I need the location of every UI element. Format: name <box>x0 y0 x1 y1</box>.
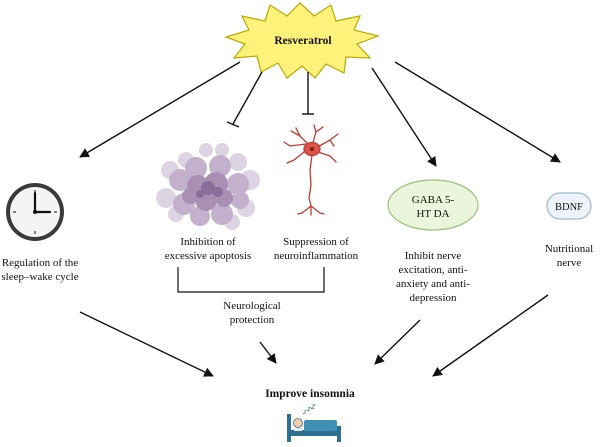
zzz-icon: z <box>302 409 307 416</box>
apoptosis-label-2: excessive apoptosis <box>165 250 251 262</box>
arrow-to-gaba <box>371 67 437 167</box>
apoptosis-label-1: Inhibition of <box>180 236 236 248</box>
sleep-wake-label-1: Regulation of the <box>2 257 78 269</box>
arrow-bdnf-to-outcome <box>432 294 549 377</box>
bdnf-caption-1: Nutritional <box>545 243 593 255</box>
sleeping-person-bed-icon: z z z <box>287 402 341 442</box>
inhibit-apoptosis-line <box>232 71 263 125</box>
gaba-caption-4: depression <box>409 292 457 304</box>
bdnf-box-label: BDNF <box>555 202 583 213</box>
inhibition-lines <box>226 71 314 128</box>
neuroinflammation-label-1: Suppression of <box>283 236 349 248</box>
gaba-box-line-1: GABA 5- <box>412 194 455 206</box>
gaba-caption-1: Inhibit nerve <box>405 250 462 262</box>
arrow-sleep-wake-to-outcome <box>79 311 214 377</box>
svg-text:z: z <box>306 405 311 413</box>
inhibit-apoptosis-bar <box>226 121 240 128</box>
arrows-from-resveratrol <box>79 61 561 167</box>
arrows-to-outcome <box>79 294 549 377</box>
gaba-caption-2: excitation, anti- <box>398 264 467 276</box>
sleep-wake-label-2: sleep–wake cycle <box>1 271 78 283</box>
gaba-box: GABA 5- HT DA <box>387 179 479 231</box>
outcome-label: Improve insomnia <box>265 388 355 400</box>
bdnf-caption-2: nerve <box>557 257 582 269</box>
resveratrol-starburst: Resveratrol <box>224 2 380 79</box>
bdnf-box: BDNF <box>546 192 592 220</box>
gaba-box-line-2: HT DA <box>416 208 449 220</box>
bracket-label-1: Neurological <box>223 300 280 312</box>
neuron-icon <box>283 124 339 216</box>
apoptosis-cells-icon <box>156 143 260 230</box>
clock-icon <box>6 183 64 241</box>
neuroinflammation-label-2: neuroinflammation <box>274 250 359 262</box>
bracket-label-2: protection <box>230 314 275 326</box>
svg-text:z: z <box>310 402 316 411</box>
arrow-protection-to-outcome <box>259 341 277 364</box>
arrow-to-bdnf <box>394 61 561 163</box>
gaba-caption-3: anxiety and anti- <box>396 278 470 290</box>
arrow-gaba-to-outcome <box>374 319 421 365</box>
neurological-protection-bracket <box>177 267 325 293</box>
arrow-to-sleep-wake <box>79 61 241 158</box>
center-label: Resveratrol <box>274 35 331 47</box>
starburst-icon <box>224 2 380 79</box>
